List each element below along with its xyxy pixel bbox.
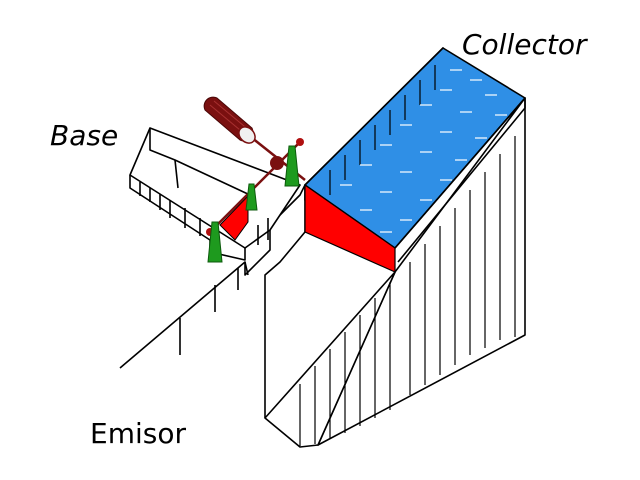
base-gate (219, 194, 249, 241)
roller-cylinder (203, 96, 256, 144)
post-collector (284, 145, 300, 187)
support-posts (207, 145, 300, 263)
label-collector: Collector (462, 28, 587, 61)
pivot-hub (270, 156, 284, 170)
emitter-channel (119, 184, 306, 418)
label-base: Base (50, 119, 119, 152)
collector-gate (304, 183, 396, 273)
label-emisor: Emisor (90, 417, 186, 450)
water-ripples (340, 69, 507, 233)
post-base (207, 221, 223, 263)
collector-wall-hatching (299, 65, 516, 446)
post-middle (245, 183, 258, 211)
